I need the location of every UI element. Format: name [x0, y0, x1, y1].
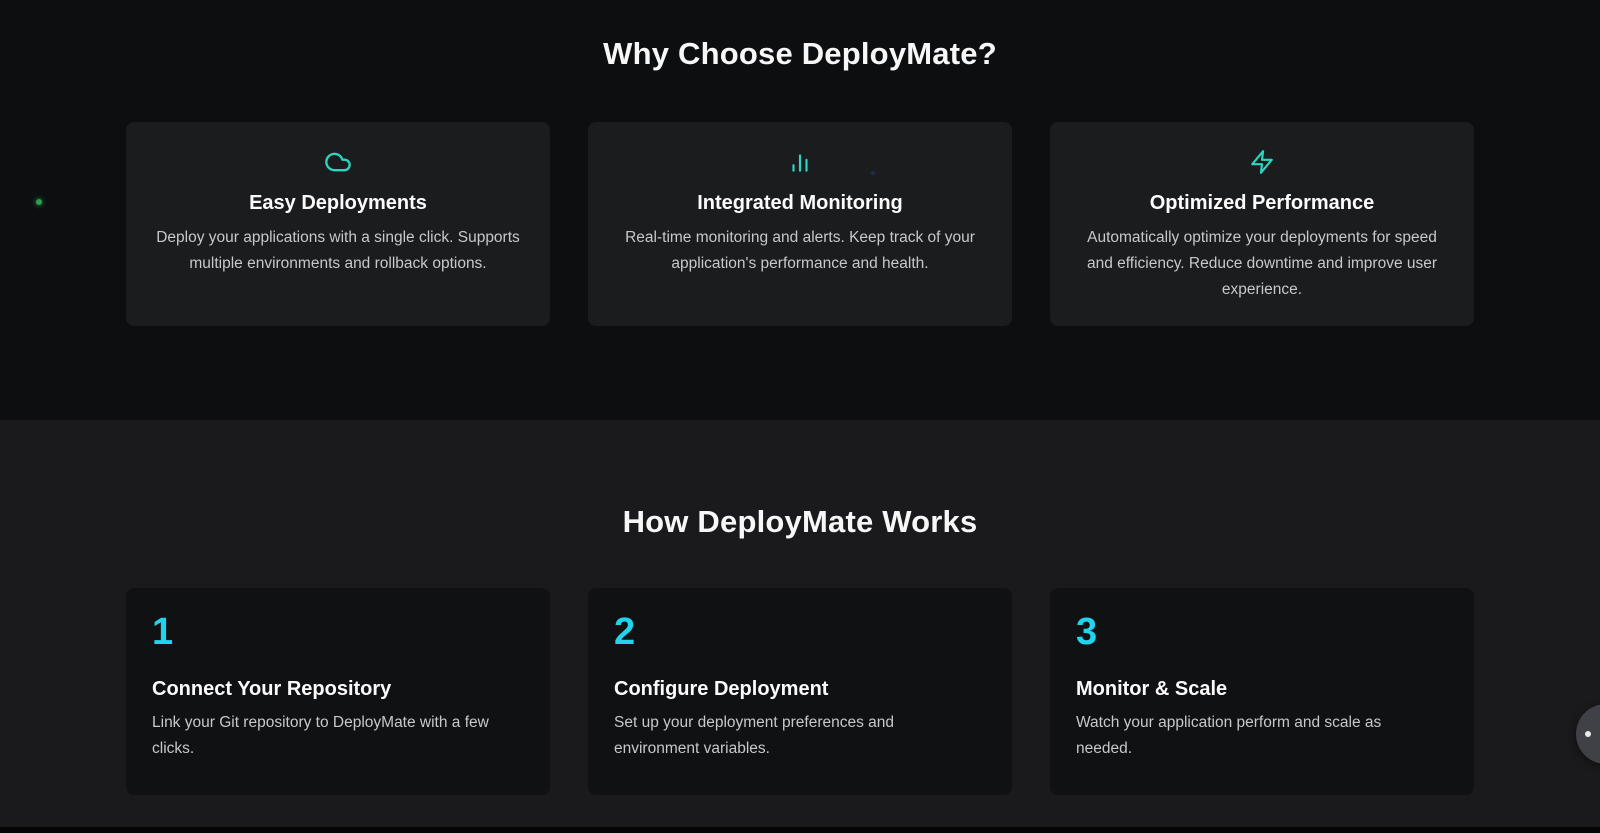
step-card-3: 3 Monitor & Scale Watch your application… [1050, 588, 1474, 795]
step-number: 3 [1076, 611, 1098, 653]
how-it-works-section: How DeployMate Works 1 Connect Your Repo… [0, 420, 1600, 833]
background-particle-green [36, 199, 42, 205]
why-section-heading: Why Choose DeployMate? [603, 36, 997, 71]
feature-card-easy-deployments: Easy Deployments Deploy your application… [126, 122, 550, 326]
step-card-2: 2 Configure Deployment Set up your deplo… [588, 588, 1012, 795]
step-number: 2 [614, 611, 636, 653]
cloud-icon [325, 152, 351, 172]
background-particle-blue [871, 171, 875, 175]
feature-title: Optimized Performance [1149, 192, 1375, 214]
feature-cards-row: Easy Deployments Deploy your application… [126, 122, 1474, 326]
bar-chart-icon [792, 154, 808, 172]
feature-description: Deploy your applications with a single c… [156, 229, 520, 272]
step-description: Watch your application perform and scale… [1076, 713, 1382, 757]
fab-dot-icon [1585, 731, 1591, 737]
feature-card-optimized-performance: Optimized Performance Automatically opti… [1050, 122, 1474, 326]
step-number: 1 [152, 611, 174, 653]
feature-card-integrated-monitoring: Integrated Monitoring Real-time monitori… [588, 122, 1012, 326]
step-description: Link your Git repository to DeployMate w… [152, 713, 489, 757]
lightning-icon [1251, 150, 1273, 174]
step-description: Set up your deployment preferences and e… [614, 713, 895, 757]
step-title: Monitor & Scale [1076, 677, 1228, 700]
step-title: Configure Deployment [614, 677, 829, 700]
step-cards-row: 1 Connect Your Repository Link your Git … [126, 588, 1474, 795]
feature-title: Easy Deployments [249, 192, 427, 214]
step-title: Connect Your Repository [152, 677, 392, 700]
how-section-heading: How DeployMate Works [622, 504, 978, 539]
feature-description: Real-time monitoring and alerts. Keep tr… [625, 229, 975, 272]
footer-edge [0, 827, 1600, 833]
why-choose-section: Why Choose DeployMate? Easy Deployments … [126, 36, 1474, 326]
feature-title: Integrated Monitoring [697, 192, 903, 214]
feature-description: Automatically optimize your deployments … [1086, 229, 1438, 298]
step-card-1: 1 Connect Your Repository Link your Git … [126, 588, 550, 795]
